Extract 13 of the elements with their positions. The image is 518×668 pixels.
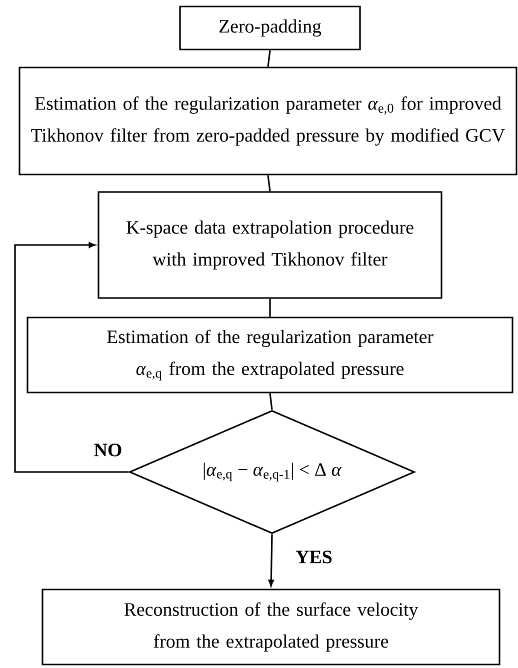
edge-label: NO <box>92 442 124 458</box>
process-box: Estimation of the regularization parameter α$_{e,0}$ for improved Tikhonov filter from zero-padded pressure by modified GCV <box>18 66 518 176</box>
connector <box>14 242 129 473</box>
process-box: K-space data extrapolation procedure with improved Tikhonov filter <box>98 191 442 299</box>
connector <box>267 50 271 67</box>
connector <box>269 298 271 317</box>
connector <box>268 534 274 586</box>
connector <box>267 175 271 192</box>
process-box: Reconstruction of the surface velocity from the extrapolated pressure <box>42 588 500 666</box>
edge-label: YES <box>294 550 334 564</box>
connector <box>269 393 273 410</box>
process-box: Estimation of the regularization parameter α$_{e,q}$ from the extrapolated pressure <box>26 316 514 394</box>
process-box: Zero-padding <box>179 6 361 50</box>
